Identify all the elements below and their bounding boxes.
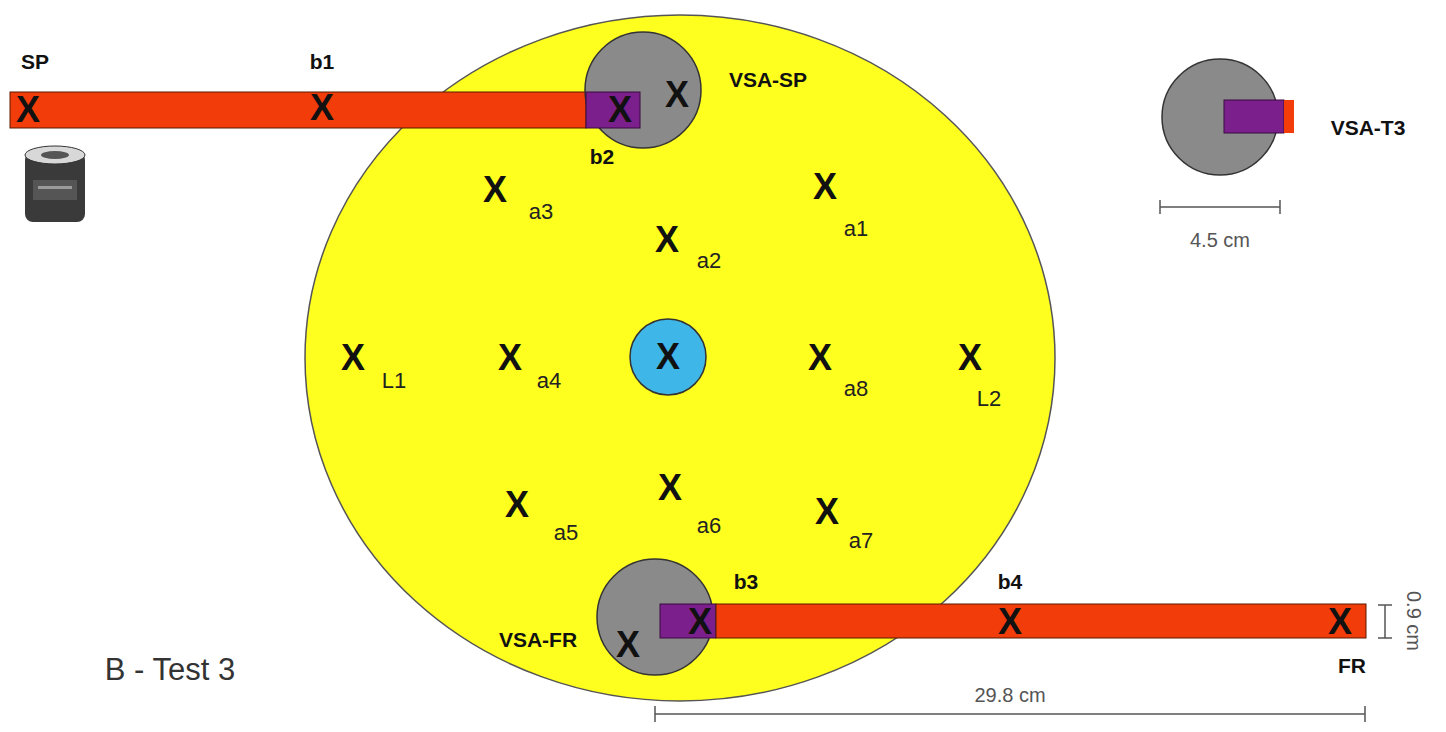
x-mark: X xyxy=(813,166,837,208)
point-label: b4 xyxy=(998,570,1023,594)
panel-label: B - Test 3 xyxy=(105,652,235,688)
x-mark: X xyxy=(998,601,1022,643)
strip-bar xyxy=(10,92,586,128)
x-mark: X xyxy=(341,337,365,379)
x-mark: X xyxy=(16,89,40,131)
center-disc xyxy=(630,319,706,395)
dimension-line xyxy=(655,200,1392,722)
x-mark: X xyxy=(688,601,712,643)
point-label: L2 xyxy=(977,386,1001,412)
x-mark: X xyxy=(310,87,334,129)
x-mark: X xyxy=(608,89,632,131)
point-label: a3 xyxy=(529,199,553,225)
point-label: SP xyxy=(21,50,49,74)
x-mark: X xyxy=(658,467,682,509)
sensor-disc: XVSA-SP xyxy=(585,32,701,148)
vsa-disc xyxy=(597,559,713,675)
x-mark: X xyxy=(958,337,982,379)
center-disc: X xyxy=(630,319,706,395)
point-label: a2 xyxy=(697,248,721,274)
point-label: b2 xyxy=(590,145,615,169)
dimension-label: 29.8 cm xyxy=(974,684,1045,707)
x-mark: X xyxy=(655,219,679,261)
x-mark: X xyxy=(616,624,640,666)
point-label: a6 xyxy=(697,513,721,539)
sensor-disc: VSA-T3 xyxy=(1162,59,1278,175)
point-label: b1 xyxy=(310,50,335,74)
vsa-disc xyxy=(585,32,701,148)
point-label: a7 xyxy=(849,528,873,554)
x-mark: X xyxy=(665,74,689,116)
sensor-label: VSA-FR xyxy=(499,628,577,652)
strip-end xyxy=(1224,100,1284,133)
point-label: L1 xyxy=(382,368,406,394)
dimension-label: 4.5 cm xyxy=(1190,229,1250,252)
point-label: a4 xyxy=(537,368,561,394)
sensor-icon xyxy=(25,146,85,222)
point-label: a8 xyxy=(844,376,868,402)
dimension-label: 0.9 cm xyxy=(1402,591,1425,651)
x-mark: X xyxy=(498,337,522,379)
point-label: FR xyxy=(1338,654,1366,678)
x-mark: X xyxy=(808,337,832,379)
point-label: a1 xyxy=(844,216,868,242)
sensor-label: VSA-T3 xyxy=(1331,116,1406,140)
point-label: a5 xyxy=(554,520,578,546)
point-label: b3 xyxy=(734,570,759,594)
sensor-label: VSA-SP xyxy=(729,68,807,92)
strip-bar xyxy=(1284,100,1294,133)
x-mark: X xyxy=(815,491,839,533)
x-mark: X xyxy=(656,336,680,378)
strip-bar xyxy=(716,604,1366,638)
x-mark: X xyxy=(1328,601,1352,643)
x-mark: X xyxy=(505,484,529,526)
x-mark: X xyxy=(483,169,507,211)
